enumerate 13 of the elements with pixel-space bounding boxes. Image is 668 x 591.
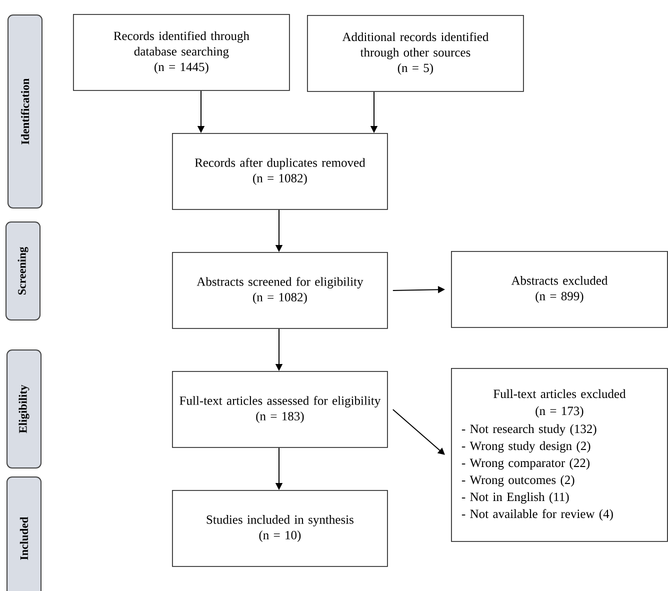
process-box: Full-text articles assessed for eligibility (n = 183) (172, 371, 388, 448)
process-box: Records after duplicates removed (n = 1082) (172, 133, 388, 210)
process-box: Records identified through database searching (n = 1445) (73, 14, 290, 91)
stage-label: Identification (8, 14, 42, 208)
process-box: Studies included in synthesis (n = 10) (172, 490, 388, 567)
arrow (392, 408, 445, 455)
exclusion-box: Full-text articles excluded (n = 173) - Not research study (132) - Wrong study design (2) - Wrong comparator (22) - Wrong outcomes (2) - Not in English (11) - Not available for review (4) (451, 368, 668, 542)
process-box: Abstracts excluded (n = 899) (451, 251, 668, 328)
stage-label: Included (6, 476, 42, 591)
process-box: Additional records identified through other sources (n = 5) (307, 15, 524, 92)
stage-label: Screening (6, 222, 40, 320)
stage-label: Eligibility (6, 350, 42, 468)
process-box: Abstracts screened for eligibility (n = 1082) (172, 252, 388, 329)
